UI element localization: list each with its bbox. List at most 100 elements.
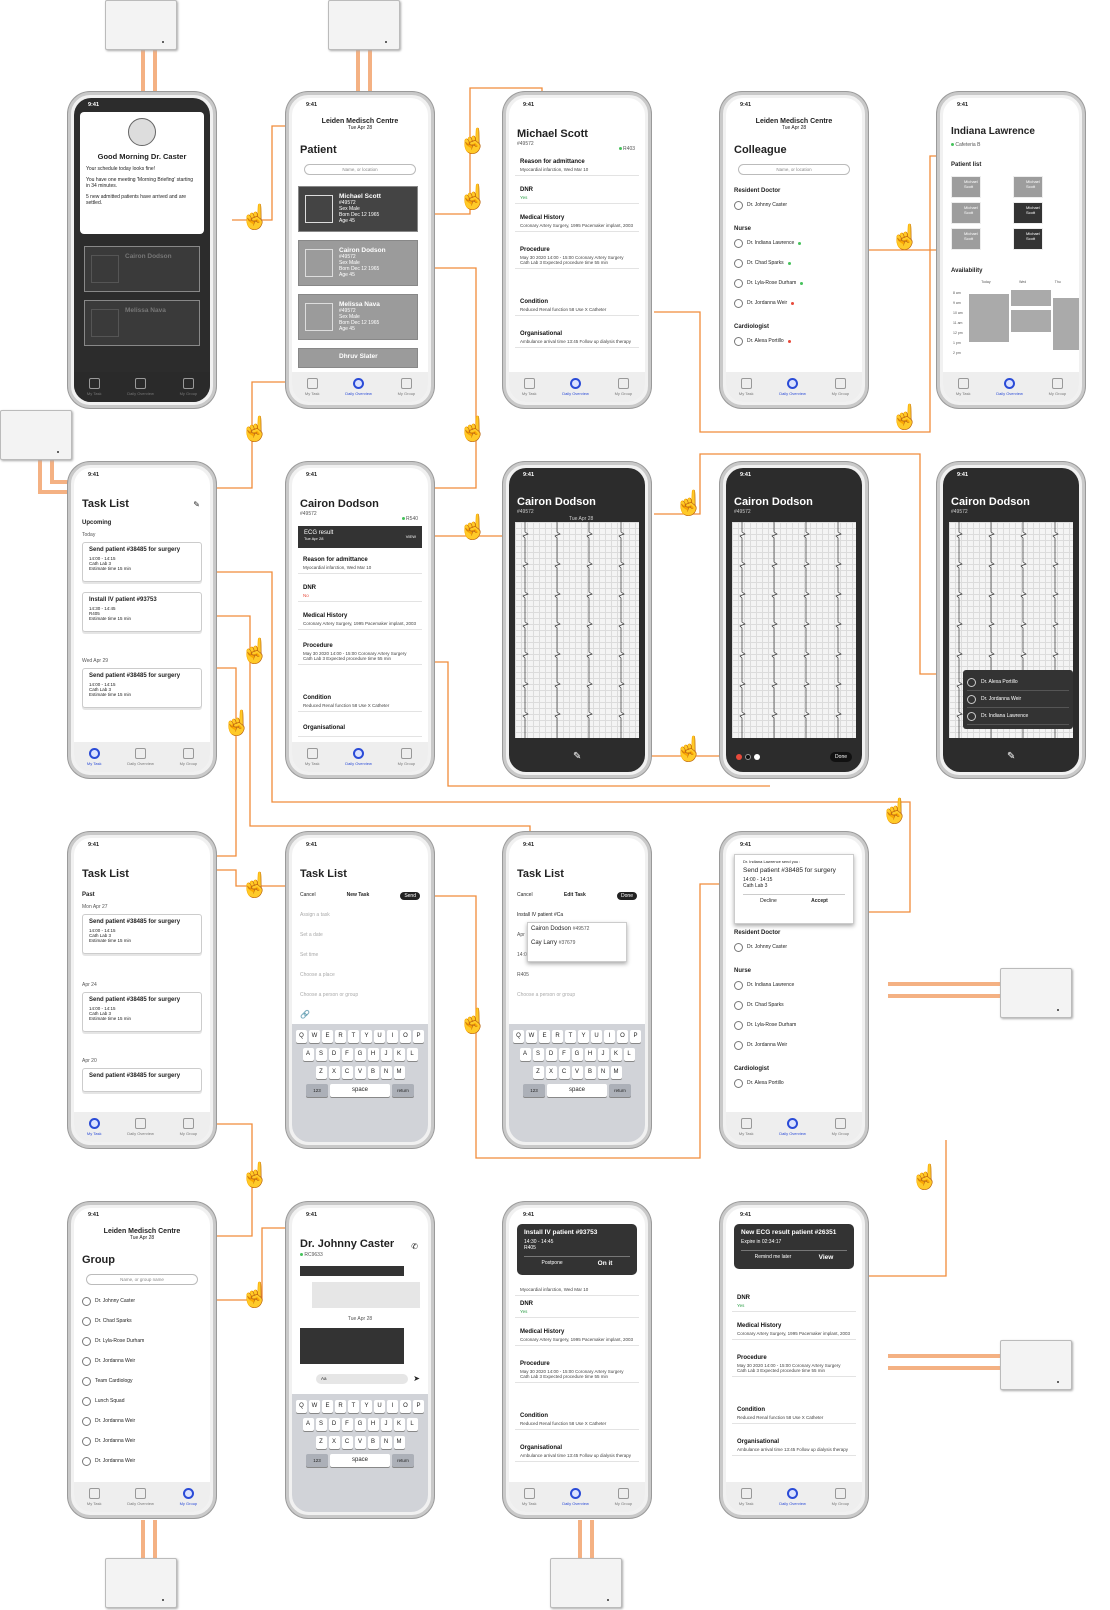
- colleague-row[interactable]: Dr. Indiana Lawrence: [734, 236, 854, 250]
- key[interactable]: X: [328, 1436, 340, 1449]
- key[interactable]: F: [558, 1048, 570, 1061]
- key[interactable]: U: [591, 1030, 602, 1043]
- attach-icon[interactable]: 🔗: [300, 1010, 310, 1019]
- colleague-row[interactable]: Dr. Jordanna Weir: [734, 296, 854, 310]
- done-button[interactable]: Done: [617, 892, 637, 900]
- tab-my-group[interactable]: My Group: [1049, 378, 1066, 396]
- tab-daily-overview[interactable]: Daily Overview: [127, 748, 154, 766]
- key[interactable]: 123: [306, 1084, 328, 1097]
- key[interactable]: A: [302, 1048, 314, 1061]
- tab-my-group[interactable]: My Group: [615, 378, 632, 396]
- key[interactable]: I: [387, 1030, 398, 1043]
- key[interactable]: H: [367, 1048, 379, 1061]
- patient-cell[interactable]: Michael Scott: [1013, 202, 1043, 224]
- key[interactable]: L: [406, 1048, 418, 1061]
- on-it-button[interactable]: On it: [597, 1260, 613, 1267]
- person-field[interactable]: Choose a person or group: [517, 992, 576, 998]
- key[interactable]: K: [610, 1048, 622, 1061]
- tab-my-group[interactable]: My Group: [398, 378, 415, 396]
- patient-cell[interactable]: Michael Scott: [1013, 176, 1043, 198]
- tab-my-group[interactable]: My Group: [832, 1488, 849, 1506]
- tab-my-task[interactable]: My Task: [522, 378, 536, 396]
- patient-cell[interactable]: Michael Scott: [1013, 228, 1043, 250]
- key[interactable]: W: [526, 1030, 537, 1043]
- group-row[interactable]: Dr. Chad Sparks: [82, 1314, 202, 1328]
- place-field[interactable]: Choose a place: [300, 972, 335, 978]
- key[interactable]: D: [545, 1048, 557, 1061]
- key[interactable]: R: [335, 1030, 346, 1043]
- key[interactable]: 123: [523, 1084, 545, 1097]
- colleague-row[interactable]: Dr. Lyla-Rose Durham: [734, 276, 854, 290]
- key[interactable]: Z: [532, 1066, 544, 1079]
- mention-item[interactable]: Cairon Dodson #49572: [531, 926, 590, 932]
- key[interactable]: N: [380, 1066, 392, 1079]
- done-button[interactable]: Done: [830, 752, 852, 762]
- search-input[interactable]: Name, or group name: [86, 1274, 198, 1285]
- key[interactable]: L: [406, 1418, 418, 1431]
- tab-my-task[interactable]: My Task: [87, 748, 101, 766]
- group-row[interactable]: Dr. Jordanna Weir: [82, 1354, 202, 1368]
- key[interactable]: O: [617, 1030, 628, 1043]
- annotate-icon[interactable]: ✎: [1007, 751, 1016, 762]
- key[interactable]: T: [565, 1030, 576, 1043]
- tab-daily-overview[interactable]: Daily Overview: [127, 1118, 154, 1136]
- tab-daily-overview[interactable]: Daily Overview: [345, 748, 372, 766]
- task-card[interactable]: Send patient #38485 for surgery: [82, 1068, 202, 1092]
- key[interactable]: P: [413, 1400, 424, 1413]
- key[interactable]: G: [571, 1048, 583, 1061]
- colleague-row[interactable]: Dr. Johnny Caster: [734, 198, 854, 212]
- key[interactable]: A: [302, 1418, 314, 1431]
- share-item[interactable]: Dr. Indiana Lawrence: [967, 708, 1069, 725]
- key[interactable]: space: [330, 1454, 390, 1467]
- key[interactable]: F: [341, 1418, 353, 1431]
- key[interactable]: M: [393, 1066, 405, 1079]
- tab-my-group[interactable]: My Group: [615, 1488, 632, 1506]
- message-input[interactable]: Aa: [316, 1374, 408, 1384]
- key[interactable]: B: [367, 1436, 379, 1449]
- key[interactable]: O: [400, 1400, 411, 1413]
- key[interactable]: J: [380, 1048, 392, 1061]
- assign-field[interactable]: Assign a task: [300, 912, 330, 918]
- view-button[interactable]: View: [818, 1254, 834, 1261]
- key[interactable]: G: [354, 1418, 366, 1431]
- tab-my-group[interactable]: My Group: [180, 378, 197, 396]
- key[interactable]: Q: [513, 1030, 524, 1043]
- key[interactable]: G: [354, 1048, 366, 1061]
- tab-daily-overview[interactable]: Daily Overview: [345, 378, 372, 396]
- time-field[interactable]: Set time: [300, 952, 319, 958]
- key[interactable]: I: [387, 1400, 398, 1413]
- tab-my-task[interactable]: My Task: [739, 1488, 753, 1506]
- key[interactable]: E: [539, 1030, 550, 1043]
- key[interactable]: Y: [361, 1030, 372, 1043]
- share-item[interactable]: Dr. Alexa Portillo: [967, 674, 1069, 691]
- group-row[interactable]: Dr. Jordanna Weir: [82, 1434, 202, 1448]
- remind-later-button[interactable]: Remind me later: [754, 1254, 792, 1260]
- key[interactable]: 123: [306, 1454, 328, 1467]
- tab-my-task[interactable]: My Task: [305, 748, 319, 766]
- tab-daily-overview[interactable]: Daily Overview: [996, 378, 1023, 396]
- key[interactable]: Q: [296, 1030, 307, 1043]
- colleague-row[interactable]: Dr. Chad Sparks: [734, 256, 854, 270]
- key[interactable]: V: [354, 1436, 366, 1449]
- key[interactable]: S: [532, 1048, 544, 1061]
- tab-my-task[interactable]: My Task: [956, 378, 970, 396]
- tab-my-task[interactable]: My Task: [739, 378, 753, 396]
- tab-daily-overview[interactable]: Daily Overview: [779, 1118, 806, 1136]
- tab-my-group[interactable]: My Group: [180, 1488, 197, 1506]
- tab-my-group[interactable]: My Group: [832, 378, 849, 396]
- tab-my-group[interactable]: My Group: [832, 1118, 849, 1136]
- tab-my-group[interactable]: My Group: [180, 1118, 197, 1136]
- key[interactable]: N: [597, 1066, 609, 1079]
- group-row[interactable]: Dr. Johnny Caster: [82, 1294, 202, 1308]
- key[interactable]: M: [393, 1436, 405, 1449]
- task-field[interactable]: Install IV patient #Ca: [517, 912, 564, 918]
- key[interactable]: T: [348, 1030, 359, 1043]
- key[interactable]: U: [374, 1400, 385, 1413]
